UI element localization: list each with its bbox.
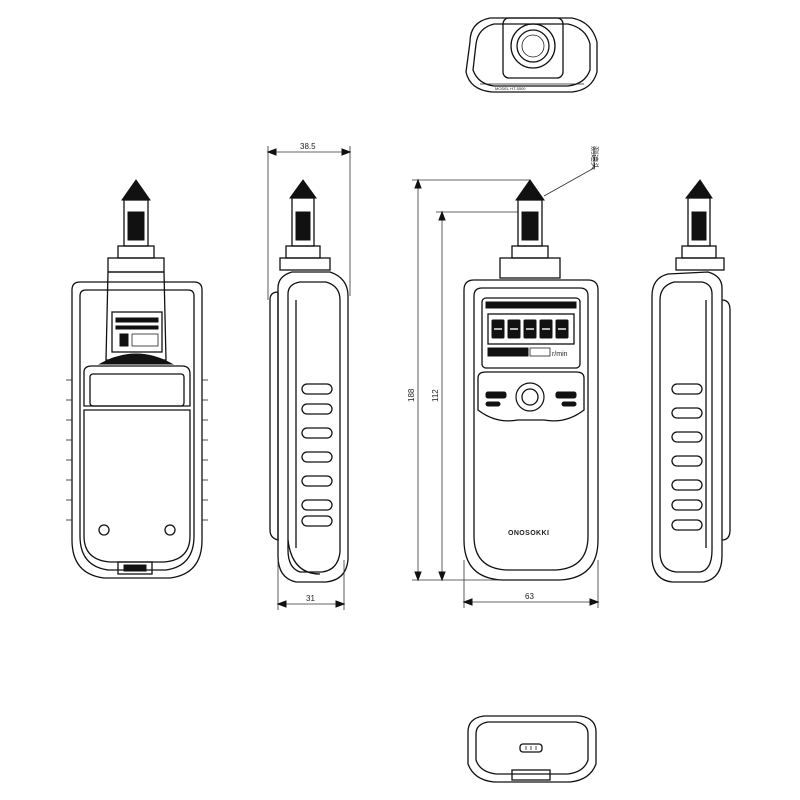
side-view-right	[651, 179, 731, 583]
dim-depth-bottom: 31	[306, 594, 315, 603]
dimension-lines	[266, 146, 600, 610]
front-view: r/min ONOSOKKI	[463, 179, 599, 581]
back-view	[66, 179, 208, 579]
display-digits	[491, 319, 569, 339]
dim-body-height: 112	[431, 389, 440, 402]
brand-text: ONOSOKKI	[508, 530, 549, 537]
callout-label: 测速头	[590, 146, 600, 170]
top-view-label: MODEL HT-5500	[495, 86, 526, 91]
dim-total-height: 188	[407, 388, 416, 402]
units-text: r/min	[552, 351, 568, 358]
bottom-view	[467, 715, 597, 783]
dim-width-front: 63	[525, 592, 534, 601]
side-view-left	[269, 179, 349, 583]
top-view: MODEL HT-5500	[465, 17, 598, 93]
dim-width-side: 38.5	[300, 142, 316, 151]
